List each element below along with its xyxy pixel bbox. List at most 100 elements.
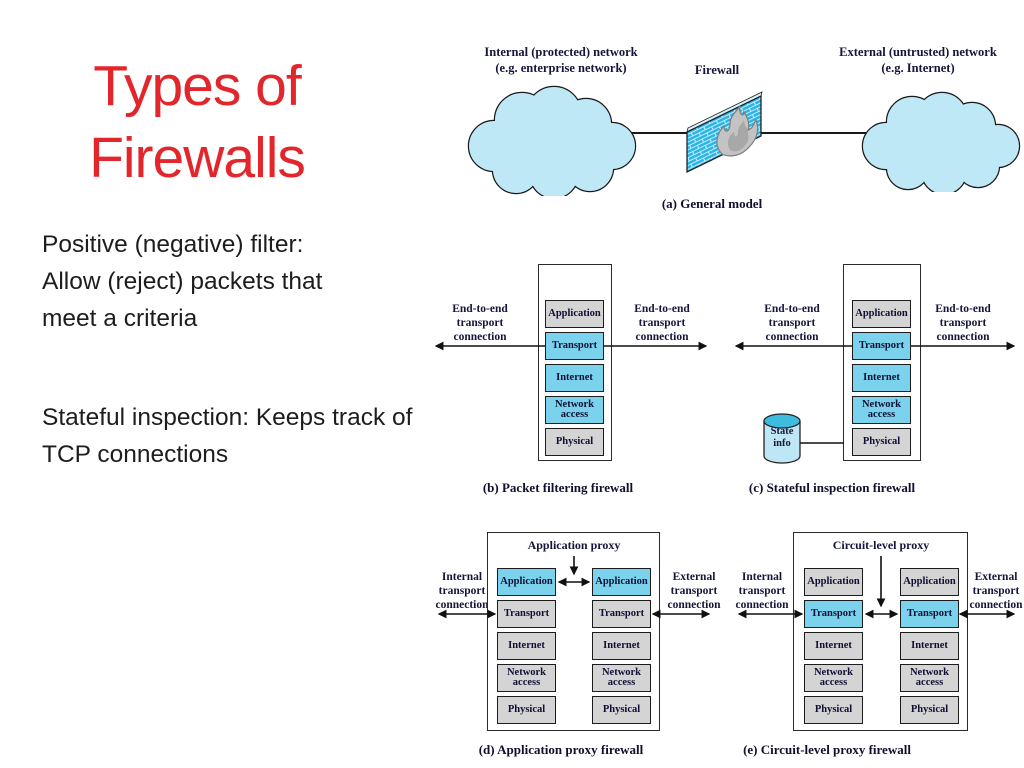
firewall-brick-icon bbox=[686, 91, 763, 174]
bullet-positive-filter: Positive (negative) filter: Allow (rejec… bbox=[42, 226, 323, 337]
left-connection-label: End-to-end transport connection bbox=[440, 302, 520, 344]
stack-layer-transport: Transport bbox=[545, 332, 604, 360]
label-line: connection bbox=[936, 331, 990, 343]
stack-layer-network-access: Network access bbox=[804, 664, 863, 692]
label-line: Internal (protected) network bbox=[484, 45, 638, 59]
stack-layer-application: Application bbox=[852, 300, 911, 328]
label-line: transport bbox=[939, 317, 987, 329]
slide-title-line2: Firewalls bbox=[89, 126, 306, 190]
stack-layer-internet: Internet bbox=[592, 632, 651, 660]
stack-layer-transport: Transport bbox=[900, 600, 959, 628]
caption-application-proxy: (d) Application proxy firewall bbox=[478, 742, 644, 757]
label-line: End-to-end bbox=[452, 303, 508, 315]
slide-title: Types of Firewalls bbox=[24, 50, 370, 194]
stack-layer-physical: Physical bbox=[804, 696, 863, 724]
stack-layer-network-access: Network access bbox=[900, 664, 959, 692]
label-line: transport bbox=[768, 317, 816, 329]
stack-layer-physical: Physical bbox=[852, 428, 911, 456]
stack-layer-network-access: Network access bbox=[497, 664, 556, 692]
stack-layer-internet: Internet bbox=[900, 632, 959, 660]
slide-title-line1: Types of bbox=[93, 54, 301, 118]
label-line: transport bbox=[972, 585, 1020, 597]
bullet-line: Stateful inspection: Keeps track of bbox=[42, 404, 413, 431]
bullet-stateful-inspection: Stateful inspection: Keeps track of TCP … bbox=[42, 399, 412, 473]
stack-layer-application: Application bbox=[497, 568, 556, 596]
internal-connection-label: Internal transport connection bbox=[430, 570, 494, 612]
label-line: External bbox=[974, 571, 1018, 583]
caption-circuit-level-proxy: (e) Circuit-level proxy firewall bbox=[743, 742, 911, 757]
stack-layer-application: Application bbox=[545, 300, 604, 328]
internal-network-label: Internal (protected) network (e.g. enter… bbox=[461, 44, 661, 76]
stack-layer-physical: Physical bbox=[900, 696, 959, 724]
flames-icon bbox=[716, 105, 759, 157]
stack-layer-network-access: Network access bbox=[852, 396, 911, 424]
external-network-label: External (untrusted) network (e.g. Inter… bbox=[818, 44, 1018, 76]
stack-layer-network-access: Network access bbox=[545, 396, 604, 424]
stack-layer-application: Application bbox=[804, 568, 863, 596]
internal-network-cloud-icon bbox=[467, 85, 637, 196]
bullet-line: Positive (negative) filter: bbox=[42, 231, 304, 258]
stack-layer-transport: Transport bbox=[852, 332, 911, 360]
label-line: Internal bbox=[741, 571, 783, 583]
stack-layer-transport: Transport bbox=[804, 600, 863, 628]
label-line: (e.g. Internet) bbox=[881, 61, 955, 75]
application-proxy-label: Application proxy bbox=[527, 538, 621, 552]
proxy-arrows bbox=[737, 556, 1016, 619]
stack-layer-network-access: Network access bbox=[592, 664, 651, 692]
label-line: connection bbox=[667, 599, 721, 611]
label-line: External (untrusted) network bbox=[839, 45, 997, 59]
bullet-line: meet a criteria bbox=[42, 305, 198, 332]
label-line: End-to-end bbox=[634, 303, 690, 315]
label-line: transport bbox=[456, 317, 504, 329]
label-line: connection bbox=[735, 599, 789, 611]
label-line: connection bbox=[969, 599, 1023, 611]
label-line: Internal bbox=[441, 571, 483, 583]
stack-layer-internet: Internet bbox=[497, 632, 556, 660]
label-line: connection bbox=[635, 331, 689, 343]
stack-layer-application: Application bbox=[592, 568, 651, 596]
label-line: info bbox=[773, 438, 791, 449]
label-line: transport bbox=[638, 317, 686, 329]
label-line: End-to-end bbox=[764, 303, 820, 315]
label-line: transport bbox=[670, 585, 718, 597]
caption-packet-filtering: (b) Packet filtering firewall bbox=[482, 480, 634, 495]
caption-general-model: (a) General model bbox=[661, 196, 763, 211]
label-line: connection bbox=[765, 331, 819, 343]
internal-connection-label: Internal transport connection bbox=[730, 570, 794, 612]
stack-layer-internet: Internet bbox=[852, 364, 911, 392]
label-line: State bbox=[770, 426, 794, 437]
caption-stateful-inspection: (c) Stateful inspection firewall bbox=[748, 480, 916, 495]
label-line: End-to-end bbox=[935, 303, 991, 315]
state-info-label: State info bbox=[762, 426, 802, 450]
left-connection-label: End-to-end transport connection bbox=[752, 302, 832, 344]
circuit-level-proxy-label: Circuit-level proxy bbox=[832, 538, 930, 552]
bullet-line: TCP connections bbox=[42, 441, 229, 468]
bullet-line: Allow (reject) packets that bbox=[42, 268, 323, 295]
stack-layer-internet: Internet bbox=[545, 364, 604, 392]
external-connection-label: External transport connection bbox=[662, 570, 726, 612]
label-line: connection bbox=[453, 331, 507, 343]
stack-layer-transport: Transport bbox=[592, 600, 651, 628]
stack-layer-application: Application bbox=[900, 568, 959, 596]
diagram-general-model: Internal (protected) network (e.g. enter… bbox=[430, 38, 1024, 218]
stack-layer-transport: Transport bbox=[497, 600, 556, 628]
label-line: External bbox=[672, 571, 716, 583]
state-info-database-icon bbox=[763, 413, 801, 464]
stack-layer-physical: Physical bbox=[592, 696, 651, 724]
stack-layer-physical: Physical bbox=[545, 428, 604, 456]
right-connection-label: End-to-end transport connection bbox=[622, 302, 702, 344]
proxy-arrows bbox=[437, 556, 711, 619]
label-line: transport bbox=[438, 585, 486, 597]
label-line: (e.g. enterprise network) bbox=[495, 61, 627, 75]
external-network-cloud-icon bbox=[861, 91, 1021, 192]
